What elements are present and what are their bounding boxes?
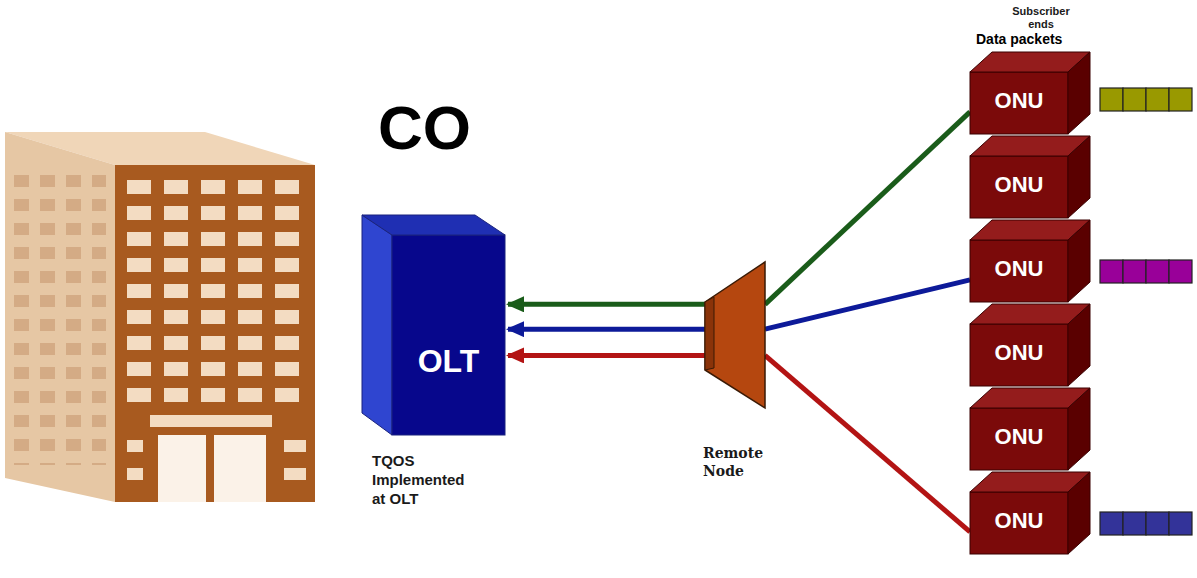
- olt-side: [362, 215, 392, 435]
- packet: [1100, 512, 1123, 535]
- splitter-side: [705, 297, 714, 370]
- packet-queue: [1100, 88, 1192, 111]
- packet-queue: [1100, 512, 1192, 535]
- onu-box: ONU: [970, 388, 1090, 470]
- splitter-body: [705, 262, 765, 408]
- onu-side: [1068, 472, 1090, 554]
- packet: [1146, 512, 1169, 535]
- building-right-face: [115, 165, 315, 502]
- building: [5, 132, 315, 502]
- device-label: ONU: [970, 508, 1068, 534]
- onu-front: [970, 240, 1068, 302]
- packet: [1123, 260, 1146, 283]
- site-label: CO: [378, 92, 471, 163]
- fiber-link: [765, 112, 970, 304]
- onu-side: [1068, 52, 1090, 134]
- olt-box-shape: [362, 215, 505, 435]
- building-left-windows: [14, 175, 106, 465]
- packet: [1146, 88, 1169, 111]
- group-label: Subscriber ends: [1002, 5, 1080, 30]
- onu-box: ONU: [970, 52, 1090, 134]
- onu-box: ONU: [970, 472, 1090, 554]
- building-left-face: [5, 132, 115, 502]
- onu-side: [1068, 388, 1090, 470]
- onu-front: [970, 72, 1068, 134]
- onu-side: [1068, 220, 1090, 302]
- building-windows: [127, 180, 310, 412]
- packet: [1123, 88, 1146, 111]
- onu-side: [1068, 304, 1090, 386]
- onu-front: [970, 156, 1068, 218]
- fiber-link: [765, 355, 970, 531]
- packet: [1146, 260, 1169, 283]
- device-label: ONU: [970, 172, 1068, 198]
- packet: [1123, 512, 1146, 535]
- fiber-link: [508, 327, 705, 332]
- remote-node: Remote Node: [705, 262, 765, 408]
- packet-queue: [1100, 260, 1192, 283]
- olt-front: [392, 235, 505, 435]
- fiber-link: [508, 353, 705, 358]
- onu-box: ONU: [970, 304, 1090, 386]
- packet: [1169, 260, 1192, 283]
- building-window: [284, 440, 306, 452]
- splitter-shape: [705, 262, 765, 408]
- packet: [1169, 88, 1192, 111]
- onu-front: [970, 408, 1068, 470]
- building-door: [158, 435, 206, 502]
- packet: [1100, 88, 1123, 111]
- packet: [1169, 512, 1192, 535]
- onu-side: [1068, 136, 1090, 218]
- device-label: OLT: [392, 343, 505, 380]
- building-window: [127, 468, 143, 480]
- building-band: [150, 415, 272, 427]
- onu-front: [970, 324, 1068, 386]
- olt-top: [362, 215, 505, 235]
- device-label: ONU: [970, 88, 1068, 114]
- fiber-link: [765, 280, 970, 329]
- device-label: ONU: [970, 340, 1068, 366]
- building-window: [284, 468, 306, 480]
- group-label: Data packets: [976, 31, 1062, 47]
- onu-box: ONU: [970, 136, 1090, 218]
- fiber-link: [508, 302, 705, 307]
- olt-box: OLT: [362, 215, 505, 435]
- onu-front: [970, 492, 1068, 554]
- building-door: [214, 435, 266, 502]
- device-label: ONU: [970, 424, 1068, 450]
- onu-box: ONU: [970, 220, 1090, 302]
- node-caption: Remote Node: [703, 444, 783, 480]
- note-label: TQOS Implemented at OLT: [372, 452, 477, 508]
- building-window: [127, 440, 143, 452]
- device-label: ONU: [970, 256, 1068, 282]
- packet: [1100, 260, 1123, 283]
